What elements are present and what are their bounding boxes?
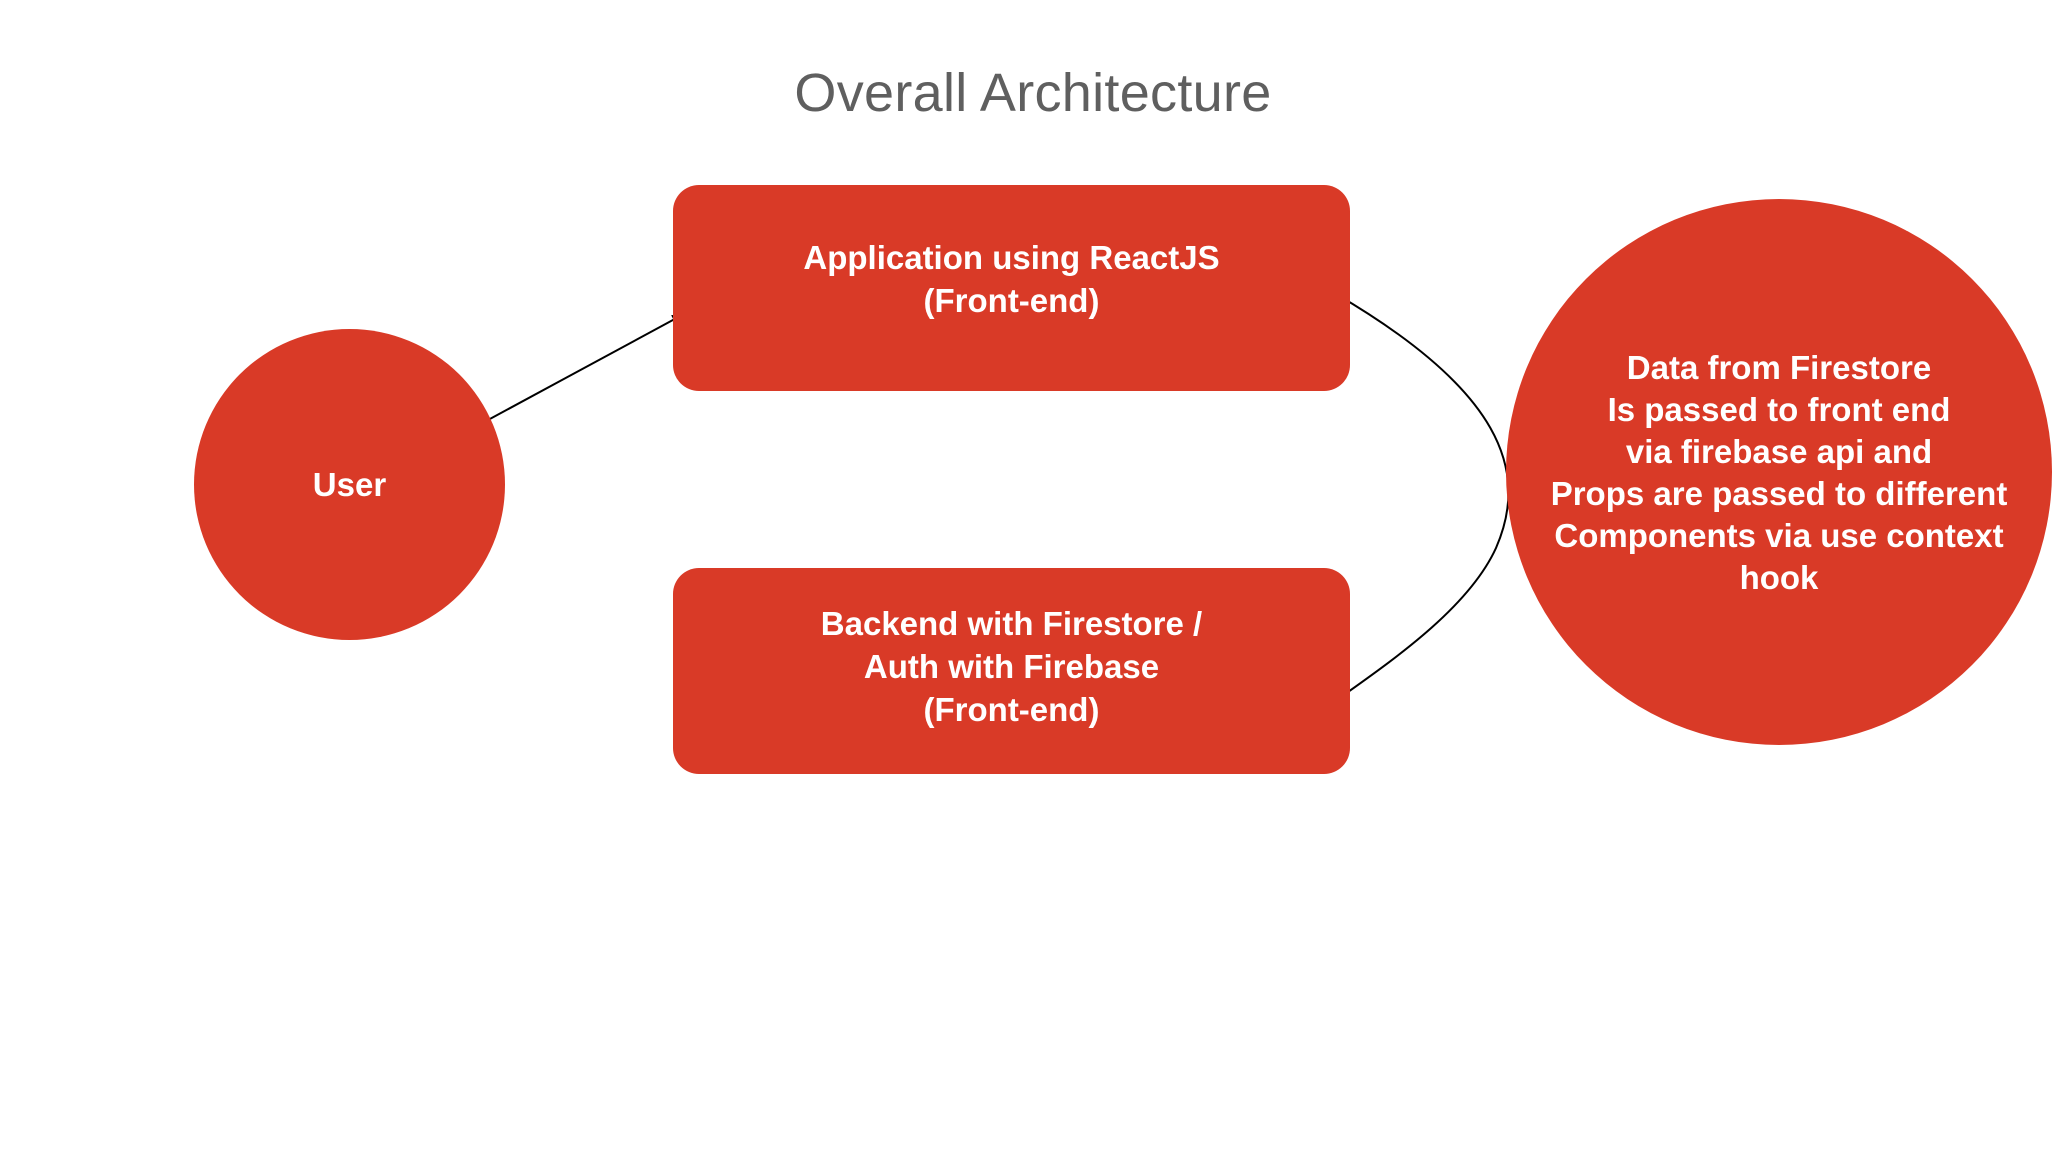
page-title: Overall Architecture <box>794 63 1272 123</box>
data-flow-note-node: Data from Firestore Is passed to front e… <box>1506 199 2052 745</box>
data-note-line-2: Is passed to front end <box>1607 391 1951 428</box>
frontend-app-label-line-1: Application using ReactJS <box>803 239 1220 276</box>
backend-label-line-3: (Front-end) <box>923 690 1100 728</box>
data-note-line-4: Props are passed to different <box>1550 475 2008 512</box>
user-to-app-arrow <box>487 313 686 421</box>
app-backend-curve <box>1335 293 1510 693</box>
data-note-line-1: Data from Firestore <box>1626 349 1932 386</box>
frontend-app-node: Application using ReactJS (Front-end) <box>673 185 1350 391</box>
frontend-app-label-line-2: (Front-end) <box>923 282 1100 319</box>
user-label: User <box>312 465 387 503</box>
backend-label-line-2: Auth with Firebase <box>863 647 1160 685</box>
user-node: User <box>194 329 505 640</box>
data-note-line-3: via firebase api and <box>1625 433 1933 470</box>
backend-label-line-1: Backend with Firestore / <box>820 604 1203 642</box>
data-note-line-5: Components via use context <box>1554 517 2004 554</box>
data-note-line-6: hook <box>1739 559 1819 596</box>
backend-node: Backend with Firestore / Auth with Fireb… <box>673 568 1350 774</box>
